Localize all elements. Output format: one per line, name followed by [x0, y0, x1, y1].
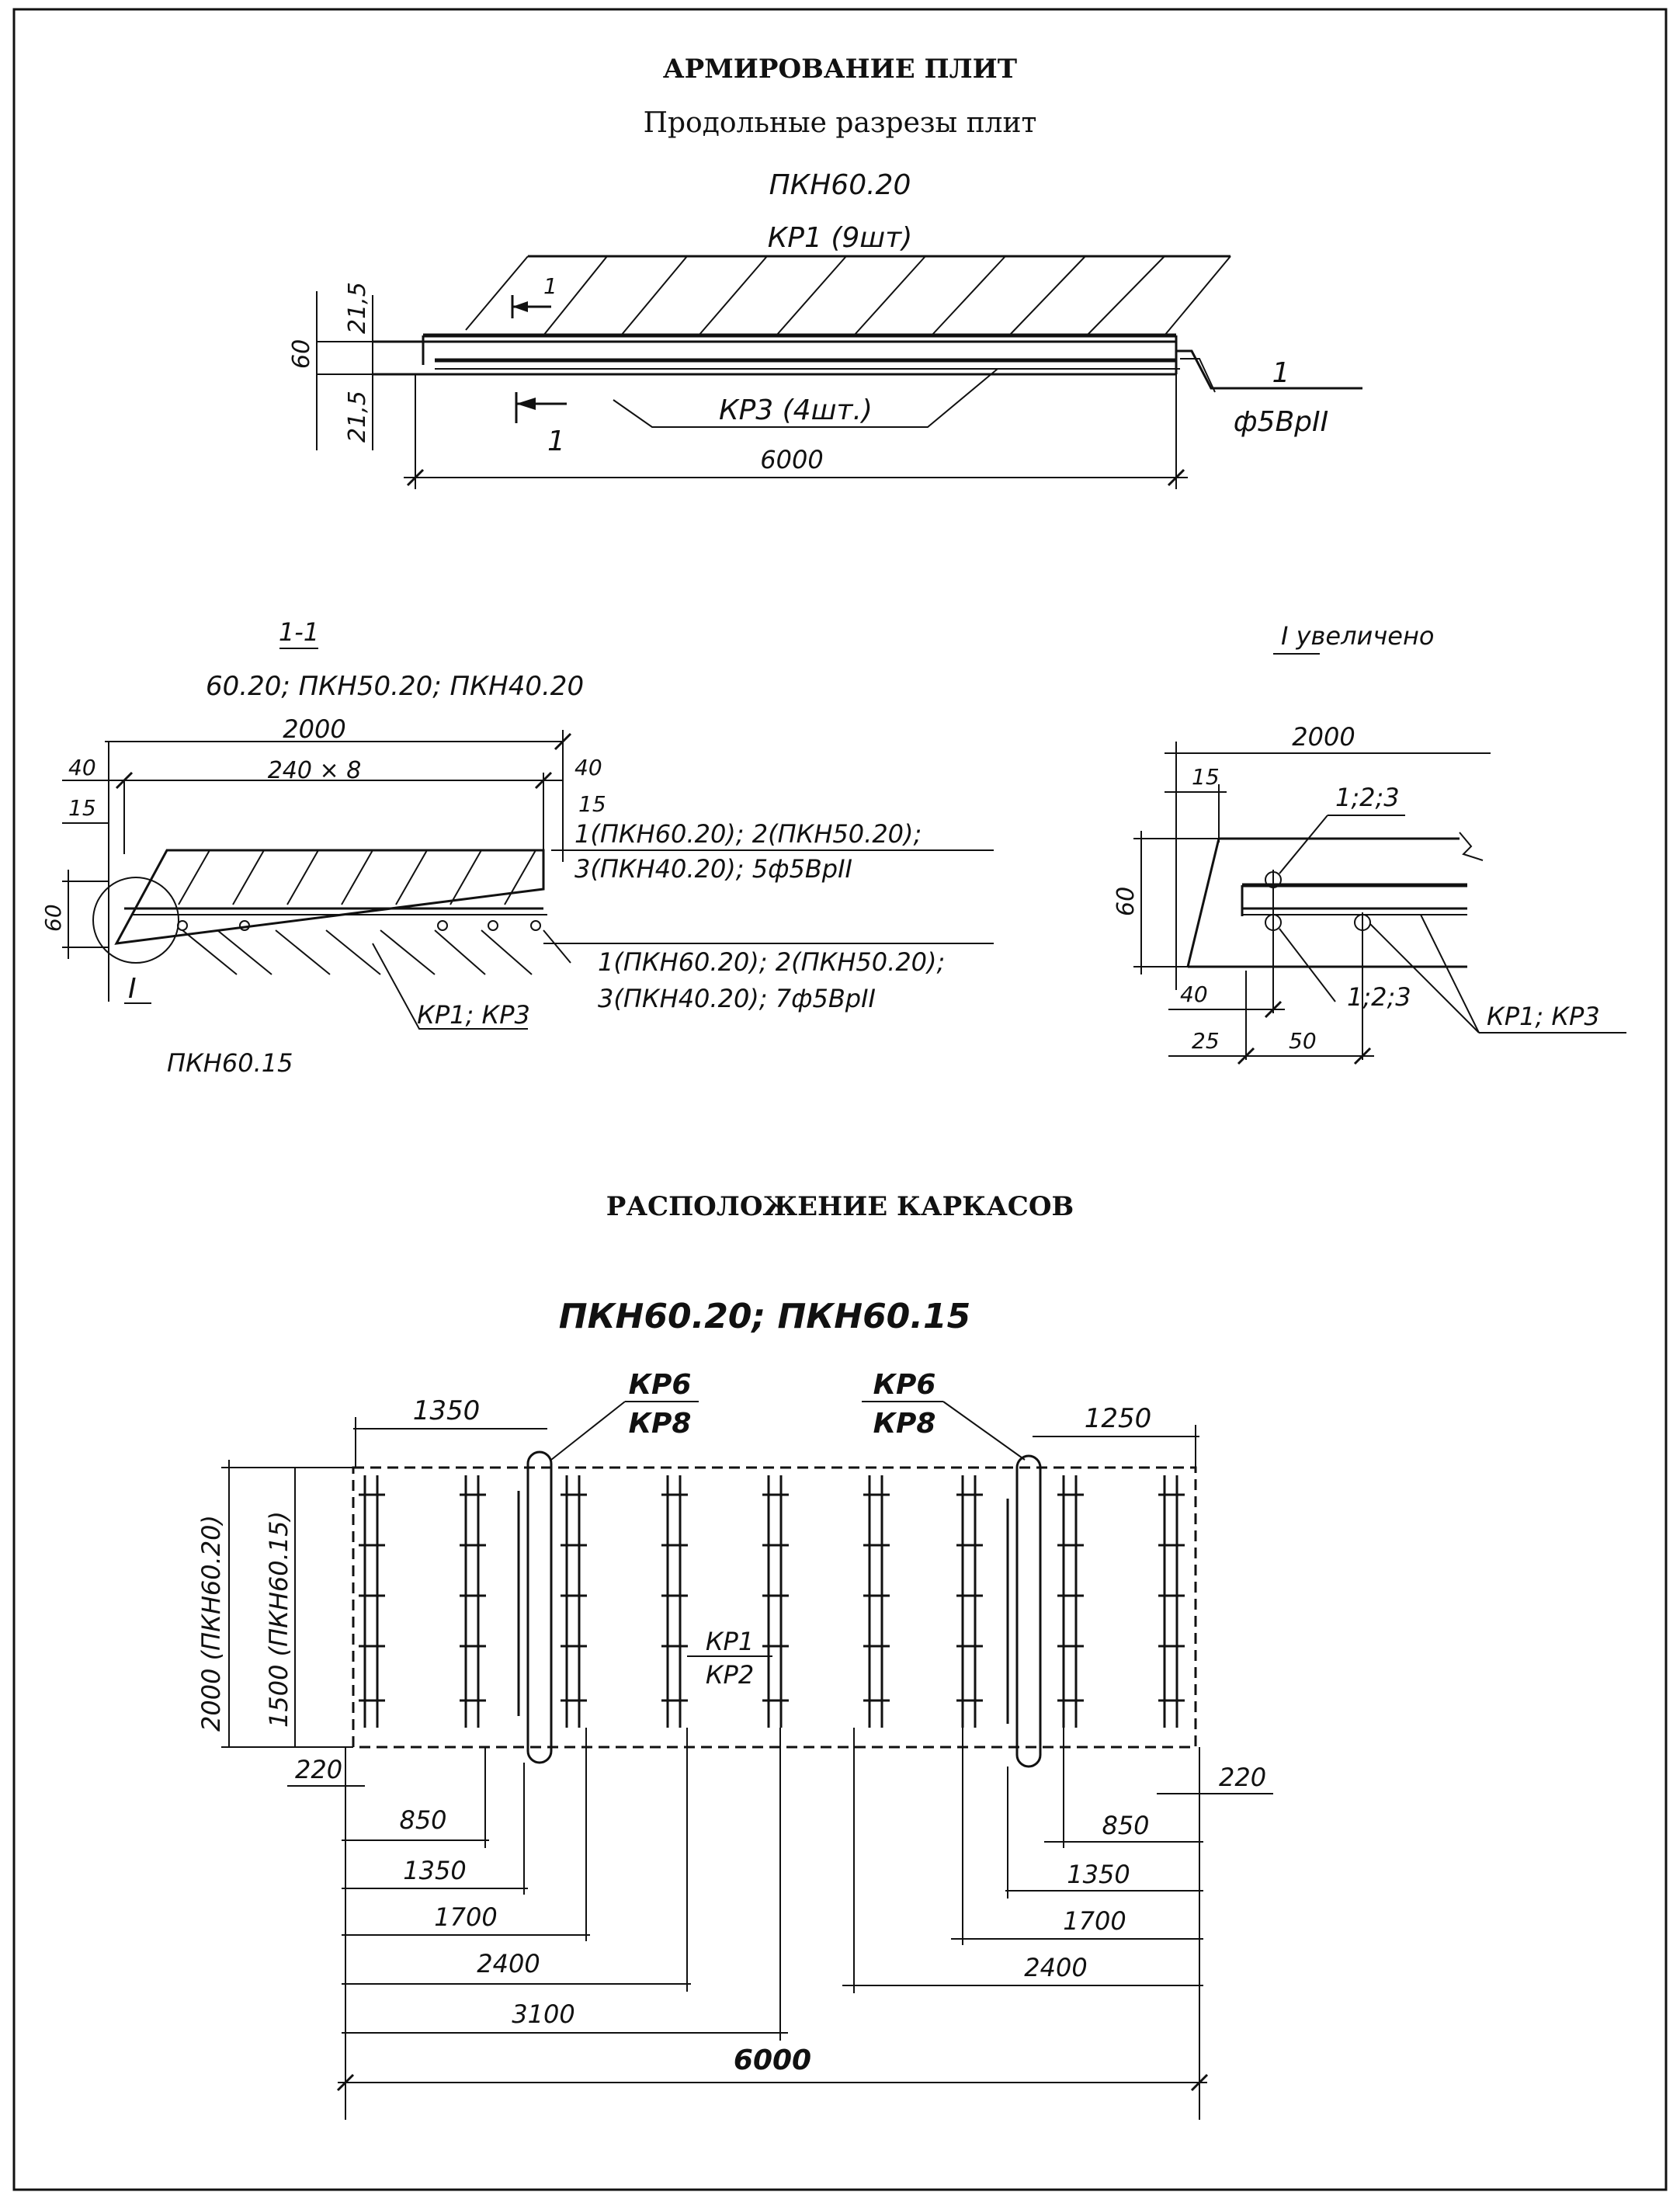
kp6-frame-left — [526, 1450, 553, 1764]
cross-section-1-1: 1-1 60.20; ПКН50.20; ПКН40.20 2000 240 ×… — [40, 617, 994, 1078]
slab-outline — [352, 1466, 1197, 1749]
bar-position: 1 — [1272, 357, 1290, 389]
frame-label-kp1: КР1 (9шт) — [768, 222, 913, 254]
plan-title: РАСПОЛОЖЕНИЕ КАРКАСОВ — [606, 1191, 1074, 1222]
dim-220-left: 220 — [295, 1755, 342, 1784]
dim-left-1350: 1350 — [403, 1856, 466, 1885]
kp2-label: КР2 — [706, 1660, 754, 1690]
dim-side-1500: 1500 (ПКН60.15) — [264, 1511, 293, 1728]
dim-left-2400: 2400 — [477, 1949, 540, 1978]
page-title: АРМИРОВАНИЕ ПЛИТ — [663, 54, 1017, 85]
kp6-frame-right — [1015, 1454, 1042, 1768]
cross-title: 1-1 — [279, 617, 319, 647]
dim-21-5-top: 21,5 — [344, 282, 371, 334]
dim-left-850: 850 — [399, 1805, 446, 1835]
detail-label-top: 1;2;3 — [1335, 783, 1400, 812]
callout-bottom-line1: 1(ПКН60.20); 2(ПКН50.20); — [598, 947, 945, 977]
detail-title: I увеличено — [1281, 621, 1434, 651]
kp8-right-label: КР8 — [873, 1408, 936, 1440]
detail-frames: КР1; КР3 — [1487, 1002, 1600, 1031]
dim-15-left: 15 — [68, 795, 96, 821]
dim-25-detail: 25 — [1192, 1028, 1220, 1054]
frame-label-kp3: КР3 (4шт.) — [719, 394, 873, 426]
callout-top-line1: 1(ПКН60.20); 2(ПКН50.20); — [574, 819, 922, 849]
dim-40-left: 40 — [68, 755, 96, 780]
page-subtitle: Продольные разрезы плит — [644, 107, 1037, 139]
bar-spec: ф5ВрII — [1234, 406, 1328, 438]
detail-i: I увеличено 2000 15 1;2;3 1;2;3 — [1112, 621, 1626, 1065]
dim-1250-top: 1250 — [1085, 1403, 1152, 1434]
cut-mark-top: 1 — [543, 273, 557, 299]
dim-left-1700: 1700 — [434, 1902, 497, 1932]
cross-marks: 60.20; ПКН50.20; ПКН40.20 — [206, 671, 584, 702]
dim-220-right: 220 — [1219, 1763, 1266, 1792]
dim-60-long: 60 — [288, 339, 315, 369]
dim-right-1350: 1350 — [1067, 1860, 1130, 1889]
detail-label-bottom: 1;2;3 — [1347, 982, 1411, 1012]
cross-frames: КР1; КР3 — [417, 1000, 530, 1030]
kp1-label: КР1 — [706, 1627, 754, 1656]
kp8-left-label: КР8 — [629, 1408, 692, 1440]
dim-right-850: 850 — [1102, 1811, 1149, 1840]
longitudinal-section: КР1 (9шт) 1 ф5ВрII КР3 (4шт.) 1 — [288, 222, 1362, 489]
dim-2000-cross: 2000 — [283, 714, 345, 744]
node-mark: I — [128, 973, 137, 1005]
dim-50-detail: 50 — [1289, 1028, 1317, 1054]
kp6-right-label: КР6 — [873, 1369, 936, 1401]
dim-left-3100: 3100 — [512, 1999, 574, 2029]
dim-right-1700: 1700 — [1063, 1906, 1126, 1936]
callout-top-line2: 3(ПКН40.20); 5ф5ВрII — [574, 854, 852, 884]
slab-mark: ПКН60.20 — [769, 169, 911, 201]
frames-layout-plan: РАСПОЛОЖЕНИЕ КАРКАСОВ ПКН60.20; ПКН60.15… — [196, 1191, 1273, 2120]
sheet-border — [12, 8, 1668, 2191]
callout-bottom-line2: 3(ПКН40.20); 7ф5ВрII — [598, 984, 876, 1013]
plan-marks: ПКН60.20; ПКН60.15 — [559, 1297, 971, 1336]
dim-2000-detail: 2000 — [1292, 722, 1355, 752]
dim-6000-long: 6000 — [760, 445, 823, 474]
dim-15-right: 15 — [578, 791, 606, 817]
dim-right-2400: 2400 — [1024, 1953, 1087, 1982]
dim-60-cross: 60 — [40, 904, 66, 932]
dim-plan-6000: 6000 — [734, 2044, 811, 2076]
dim-side-2000: 2000 (ПКН60.20) — [196, 1515, 226, 1732]
slab-mark-bottom: ПКН60.15 — [167, 1048, 293, 1078]
dim-21-5-bottom: 21,5 — [344, 391, 371, 443]
dim-40-right: 40 — [574, 755, 602, 780]
dim-15-detail: 15 — [1192, 764, 1220, 790]
dim-40-detail: 40 — [1180, 981, 1208, 1007]
kp6-left-label: КР6 — [629, 1369, 692, 1401]
dim-1350-top: 1350 — [413, 1395, 481, 1426]
cut-mark-bottom: 1 — [547, 426, 565, 457]
dim-60-detail: 60 — [1112, 887, 1140, 916]
